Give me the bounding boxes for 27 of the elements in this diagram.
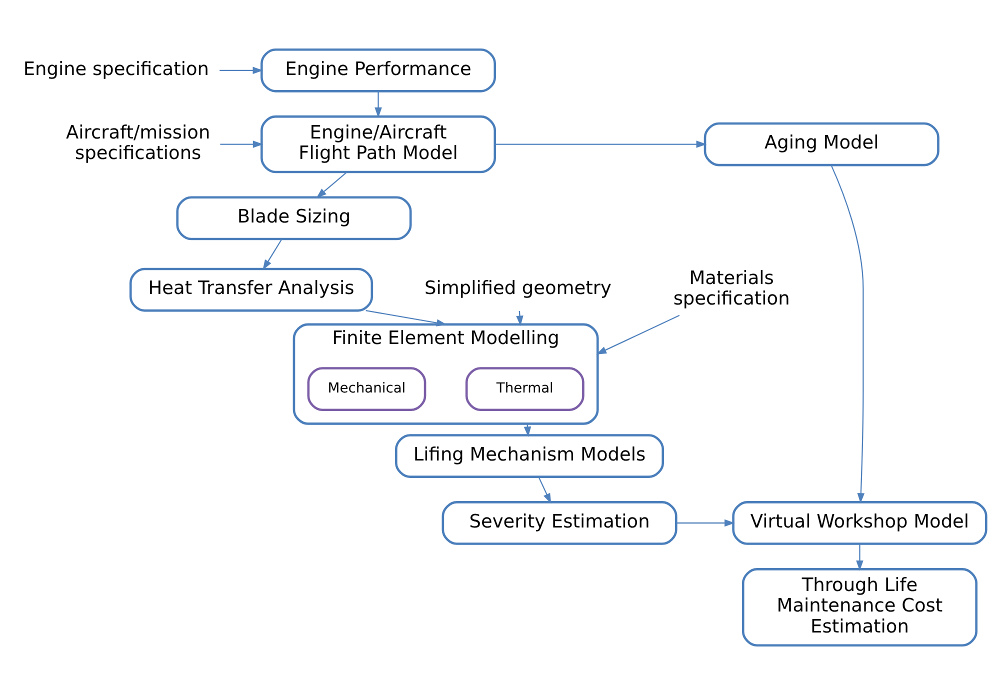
node-box: Heat Transfer Analysis bbox=[129, 268, 374, 312]
node-text: Materials specification bbox=[673, 268, 790, 310]
arrow bbox=[374, 92, 382, 118]
arrow bbox=[316, 172, 348, 198]
node-text: Engine specification bbox=[23, 58, 210, 80]
node-box: Lifing Mechanism Models bbox=[395, 434, 664, 478]
arrow bbox=[538, 476, 552, 504]
node-text: Aircraft/mission specifications bbox=[66, 122, 210, 164]
node-text: Simplified geometry bbox=[424, 278, 612, 300]
arrow bbox=[262, 238, 282, 270]
arrow bbox=[366, 310, 447, 326]
node-box: Aging Model bbox=[704, 122, 940, 166]
node-box: Mechanical bbox=[307, 367, 426, 411]
node-box: Blade Sizing bbox=[176, 196, 412, 240]
node-box: Thermal bbox=[465, 367, 584, 411]
arrow bbox=[596, 314, 680, 355]
node-box: Engine Performance bbox=[260, 48, 496, 92]
node-box: Virtual Workshop Model bbox=[732, 501, 988, 545]
arrow bbox=[220, 140, 264, 148]
node-box: Through Life Maintenance Cost Estimation bbox=[742, 568, 978, 647]
arrow bbox=[220, 66, 264, 74]
arrow bbox=[676, 519, 735, 527]
arrow bbox=[830, 165, 865, 504]
node-box: Severity Estimation bbox=[442, 501, 678, 545]
arrow bbox=[495, 140, 707, 148]
arrow bbox=[856, 544, 864, 571]
node-box: Engine/Aircraft Flight Path Model bbox=[260, 115, 496, 174]
